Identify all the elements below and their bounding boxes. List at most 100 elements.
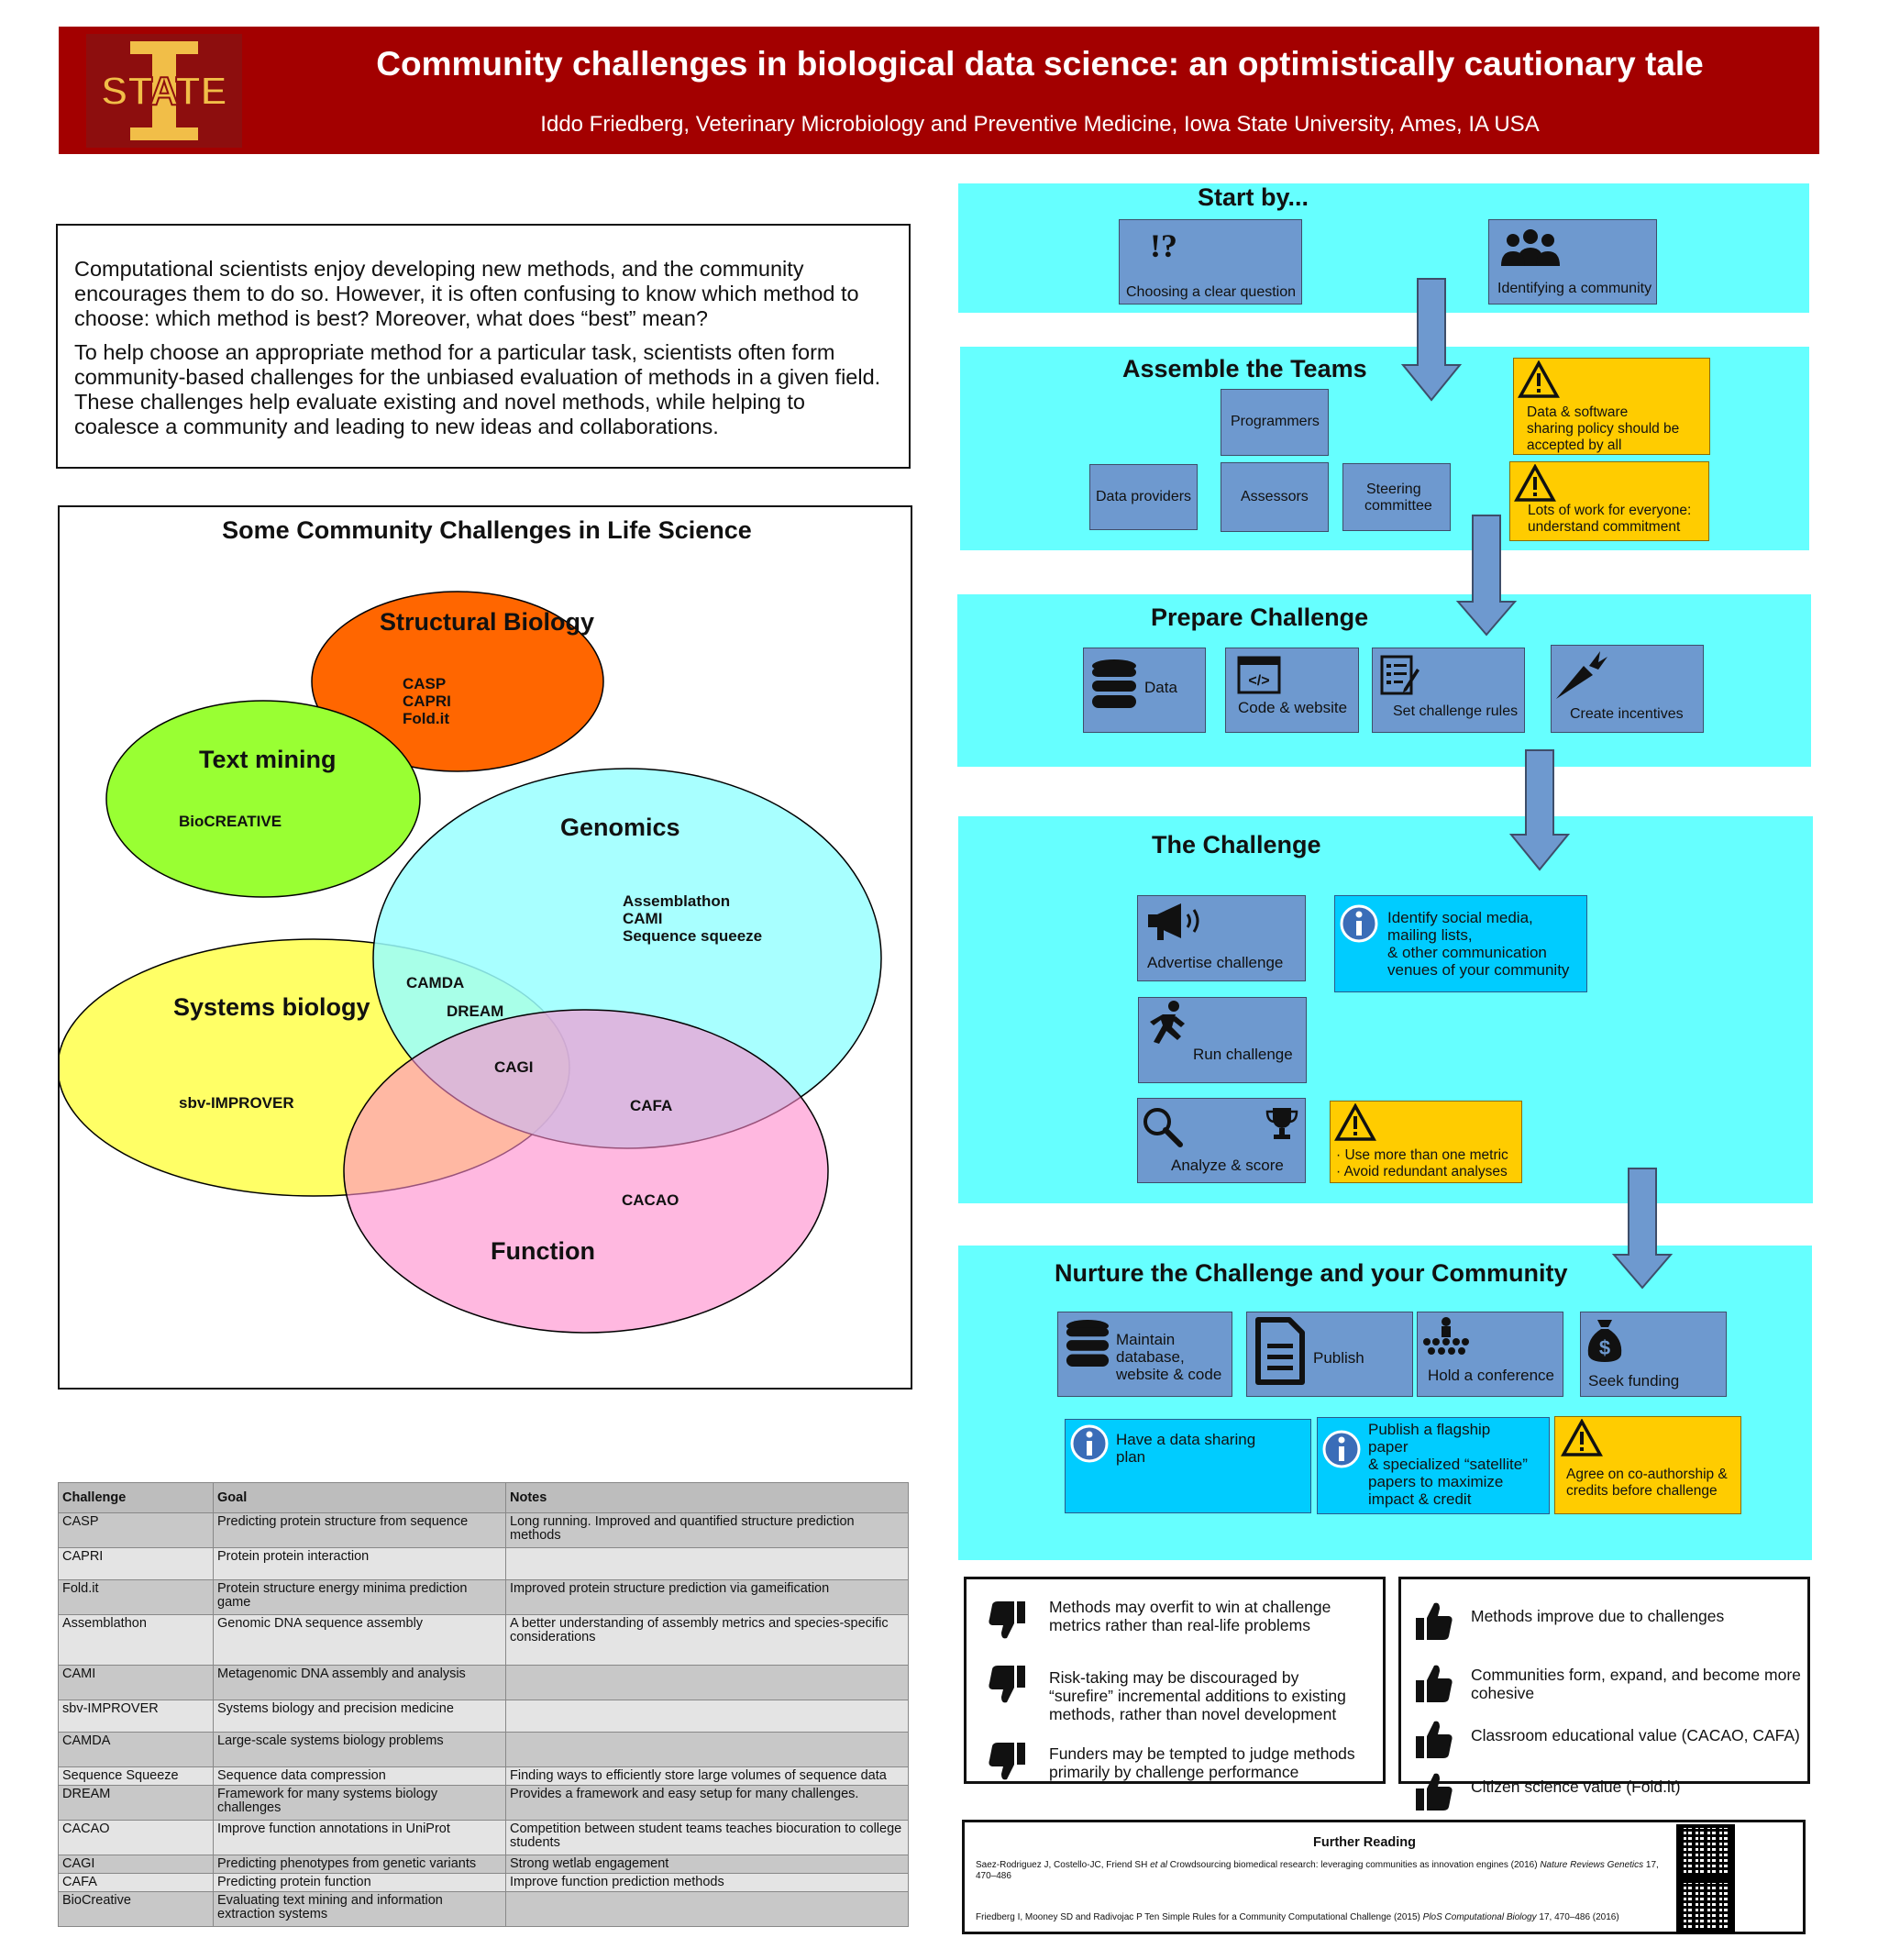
data-providers-label: Data providers [1096,489,1192,504]
iowa-state-logo: STATE [86,34,242,148]
con-item-line: metrics rather than real-life problems [1049,1616,1310,1634]
choosing-question-box: !? Choosing a clear question [1119,219,1302,305]
genomics-item: Assemblathon [623,892,731,910]
database-icon [1092,659,1136,708]
sharing-policy-warning: Data & software sharing policy should be… [1513,358,1710,455]
genomics-item: CAMI [623,910,663,927]
prepare-title: Prepare Challenge [1151,604,1369,631]
info-circle-icon [1340,904,1378,943]
table-header-row: Challenge Goal Notes [58,1482,909,1513]
assemble-title: Assemble the Teams [1122,355,1367,382]
steering-committee-box: Steering committee [1342,463,1451,531]
info-line: Identify social media, [1387,909,1533,926]
ref-text: et al [1150,1860,1167,1870]
dream-label: DREAM [447,1002,504,1020]
question-exclaim-icon: !? [1150,227,1177,264]
trophy-icon [1265,1108,1298,1139]
table-cell: Improved protein structure prediction vi… [505,1579,909,1615]
runner-icon [1150,1001,1185,1044]
text-mining-ellipse [105,700,421,898]
pro-item-line: Classroom educational value (CACAO, CAFA… [1471,1726,1800,1744]
warning-line: · Use more than one metric [1336,1147,1508,1163]
nurture-title: Nurture the Challenge and your Community [1055,1259,1568,1287]
intro-paragraph-2: To help choose an appropriate method for… [74,340,881,438]
warning-triangle-icon [1518,360,1560,398]
maintain-line: Maintain [1116,1331,1176,1348]
con-item-line: Methods may overfit to win at challenge [1049,1598,1331,1616]
ref-text: 17, [1643,1860,1659,1870]
start-title: Start by... [1198,183,1309,211]
function-label: Function [491,1237,595,1265]
maintain-line: database, [1116,1348,1185,1366]
prepare-panel: Prepare Challenge Data </> Code & websit… [957,594,1811,767]
document-icon [1255,1317,1305,1385]
thumbs-up-icon [1416,1773,1453,1811]
checklist-icon [1380,655,1420,695]
coauthorship-warning: Agree on co-authorship & credits before … [1554,1416,1741,1514]
intro-paragraph-1: Computational scientists enjoy developin… [74,257,859,330]
choosing-question-label: Choosing a clear question [1126,284,1297,300]
megaphone-icon [1148,903,1199,940]
table-cell: Competition between student teams teache… [505,1820,909,1855]
ref-text: 17, 470–486 (2016) [1536,1912,1619,1922]
warning-line: credits before challenge [1566,1483,1718,1499]
table-cell: Protein structure energy minima predicti… [213,1579,506,1615]
structural-item: CASP [403,675,447,692]
publish-box: Publish [1246,1312,1413,1397]
challenge-rules-box: Set challenge rules [1372,648,1525,733]
reference-1: Saez-Rodriguez J, Costello-JC, Friend SH… [976,1860,1673,1882]
further-reading-box: Further Reading Saez-Rodriguez J, Costel… [962,1820,1806,1934]
communication-info: Identify social media, mailing lists, & … [1334,895,1587,992]
table-cell: BioCreative [58,1891,214,1927]
con-item-line: Risk-taking may be discouraged by [1049,1668,1299,1687]
ref-text: 470–486 [976,1871,1011,1881]
start-panel: Start by... !? Choosing a clear question… [958,183,1809,313]
table-cell: sbv-IMPROVER [58,1700,214,1733]
table-cell [505,1891,909,1927]
advertise-challenge-label: Advertise challenge [1147,954,1284,971]
logo-text: STATE [101,69,227,114]
con-item-line: Funders may be tempted to judge methods [1049,1744,1355,1763]
table-header-cell: Notes [505,1482,909,1513]
identify-community-label: Identifying a community [1497,281,1652,296]
camda-label: CAMDA [406,974,465,991]
info-line: Have a data sharing [1116,1431,1256,1448]
table-cell: Large-scale systems biology problems [213,1732,506,1767]
thumbs-up-icon [1416,1602,1453,1640]
pro-item-line: Citizen science value (Fold.it) [1471,1777,1681,1796]
structural-biology-label: Structural Biology [380,608,595,636]
structural-item: Fold.it [403,710,449,727]
code-website-box: </> Code & website [1225,648,1359,733]
table-cell: Predicting protein structure from sequen… [213,1512,506,1548]
table-cell: Sequence Squeeze [58,1766,214,1786]
qr-code-icon[interactable] [1676,1824,1735,1879]
ref-text: Nature Reviews Genetics [1540,1860,1644,1870]
info-line: paper [1368,1438,1408,1456]
table-cell: A better understanding of assembly metri… [505,1614,909,1666]
assemble-panel: Assemble the Teams Programmers Data prov… [960,347,1809,550]
nurture-panel: Nurture the Challenge and your Community… [958,1246,1812,1560]
table-cell: CAMDA [58,1732,214,1767]
qr-code-icon[interactable] [1676,1879,1735,1934]
publish-label: Publish [1313,1349,1364,1367]
cagi-label: CAGI [494,1058,534,1076]
analyze-score-label: Analyze & score [1171,1157,1284,1174]
data-box: Data [1083,648,1206,733]
identify-community-box: Identifying a community [1488,219,1657,305]
table-header-cell: Goal [213,1482,506,1513]
money-bag-icon: $ [1587,1320,1622,1362]
intro-box: Computational scientists enjoy developin… [56,224,911,469]
ref-text: Crowdsourcing biomedical research: lever… [1166,1860,1541,1870]
database-icon [1066,1320,1110,1367]
pro-item-line: Communities form, expand, and become mor… [1471,1666,1801,1684]
